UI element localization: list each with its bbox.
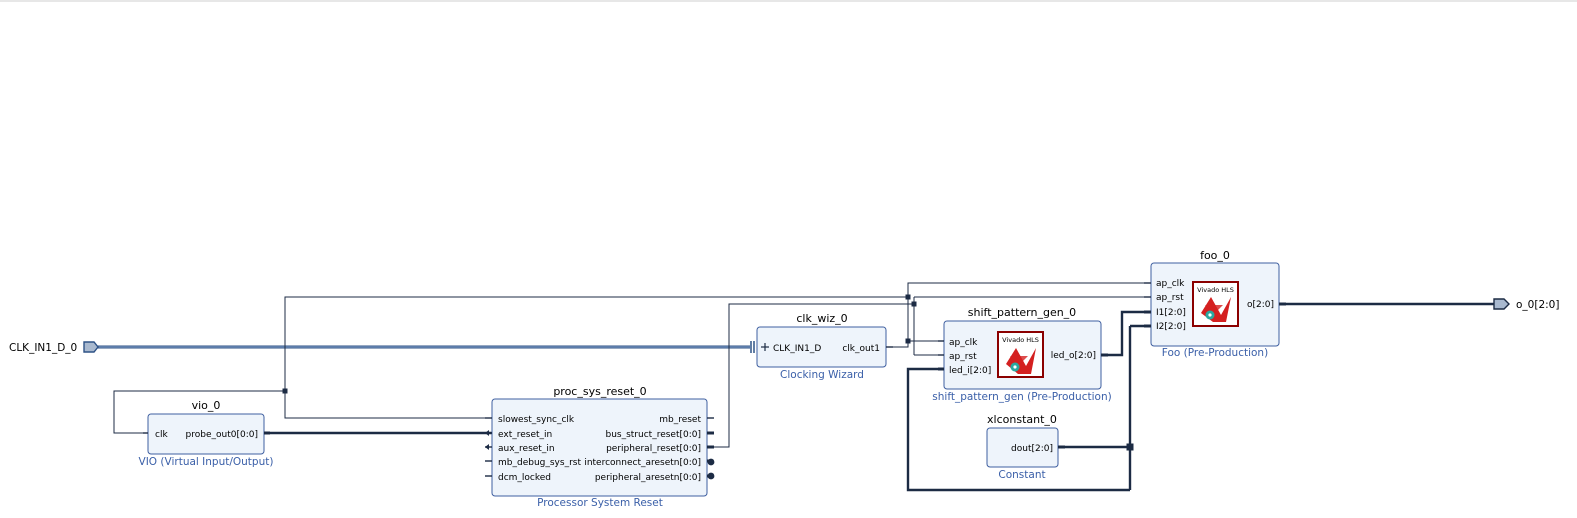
- external-port-o-0[interactable]: o_0[2:0]: [1493, 298, 1559, 311]
- vivado-hls-logo: Vivado HLS: [997, 331, 1044, 378]
- net-led-o[interactable]: [1108, 310, 1151, 357]
- pin-led-o: led_o[2:0]: [1051, 351, 1096, 361]
- pin-led-i: led_i[2:0]: [949, 366, 991, 376]
- pin-mb-reset: mb_reset: [659, 415, 701, 425]
- pin-interconnect-aresetn: interconnect_aresetn[0:0]: [584, 458, 701, 468]
- pin-slowest-sync-clk: slowest_sync_clk: [498, 415, 575, 425]
- pin-probe-out0: probe_out0[0:0]: [186, 430, 258, 440]
- pin-peripheral-aresetn: peripheral_aresetn[0:0]: [595, 473, 701, 483]
- pin-peripheral-reset: peripheral_reset[0:0]: [606, 444, 701, 454]
- block-xlconstant-0[interactable]: xlconstant_0 dout[2:0] Constant: [986, 413, 1065, 481]
- pin-ap-rst: ap_rst: [949, 352, 977, 362]
- pin-i1: I1[2:0]: [1156, 308, 1186, 318]
- block-vio-0[interactable]: vio_0 clk probe_out0[0:0] VIO (Virtual I…: [139, 399, 274, 468]
- wires: [97, 282, 1494, 492]
- block-subtitle: Foo (Pre-Production): [1162, 347, 1268, 359]
- expand-plus-icon[interactable]: [761, 343, 769, 351]
- pin-dcm-locked: dcm_locked: [498, 473, 551, 483]
- pin-clk-out1: clk_out1: [842, 344, 880, 354]
- pin-aux-reset-in: aux_reset_in: [498, 444, 555, 454]
- output-port-icon: [1493, 298, 1510, 310]
- input-port-icon: [83, 341, 99, 353]
- pin-clk-in1-d: CLK_IN1_D: [773, 344, 821, 354]
- external-port-clk-in1-d[interactable]: CLK_IN1_D_0: [9, 341, 99, 354]
- block-title: vio_0: [192, 399, 221, 412]
- net-clk-in1-d[interactable]: [97, 341, 755, 353]
- block-title: proc_sys_reset_0: [553, 385, 646, 398]
- block-foo-0[interactable]: foo_0 ap_clk ap_rst I1[2:0] I2[2:0] Viva…: [1144, 249, 1286, 359]
- block-title: xlconstant_0: [987, 413, 1057, 426]
- pin-mb-debug-sys-rst: mb_debug_sys_rst: [498, 458, 581, 468]
- pin-ap-rst: ap_rst: [1156, 293, 1184, 303]
- net-clk-out1[interactable]: [113, 282, 1151, 434]
- svg-text:CLK_IN1_D_0: CLK_IN1_D_0: [9, 342, 77, 354]
- vivado-hls-logo: Vivado HLS: [1192, 281, 1239, 327]
- pin-ap-clk: ap_clk: [949, 338, 978, 348]
- block-subtitle: VIO (Virtual Input/Output): [139, 456, 274, 468]
- block-title: foo_0: [1200, 249, 1230, 262]
- pin-ext-reset-in: ext_reset_in: [498, 430, 552, 440]
- block-shift-pattern-gen-0[interactable]: shift_pattern_gen_0 ap_clk ap_rst led_i[…: [932, 306, 1111, 403]
- block-subtitle: Clocking Wizard: [780, 369, 864, 381]
- pin-i2: I2[2:0]: [1156, 322, 1186, 332]
- block-title: shift_pattern_gen_0: [968, 306, 1076, 319]
- svg-text:Vivado HLS: Vivado HLS: [1002, 336, 1039, 344]
- svg-text:o_0[2:0]: o_0[2:0]: [1516, 299, 1559, 311]
- pin-ap-clk: ap_clk: [1156, 279, 1185, 289]
- svg-text:Vivado HLS: Vivado HLS: [1197, 286, 1234, 294]
- block-title: clk_wiz_0: [796, 312, 847, 325]
- pin-clk: clk: [155, 430, 168, 440]
- pin-dout: dout[2:0]: [1011, 444, 1053, 454]
- block-proc-sys-reset-0[interactable]: proc_sys_reset_0 slowest_sync_clk ext_re…: [485, 385, 715, 509]
- pin-bus-struct-reset: bus_struct_reset[0:0]: [605, 430, 701, 440]
- block-subtitle: Processor System Reset: [537, 497, 663, 509]
- block-subtitle: Constant: [998, 469, 1045, 481]
- block-clk-wiz-0[interactable]: clk_wiz_0 CLK_IN1_D clk_out1 Clocking Wi…: [756, 312, 893, 381]
- block-subtitle: shift_pattern_gen (Pre-Production): [932, 391, 1111, 403]
- pin-o: o[2:0]: [1247, 300, 1274, 310]
